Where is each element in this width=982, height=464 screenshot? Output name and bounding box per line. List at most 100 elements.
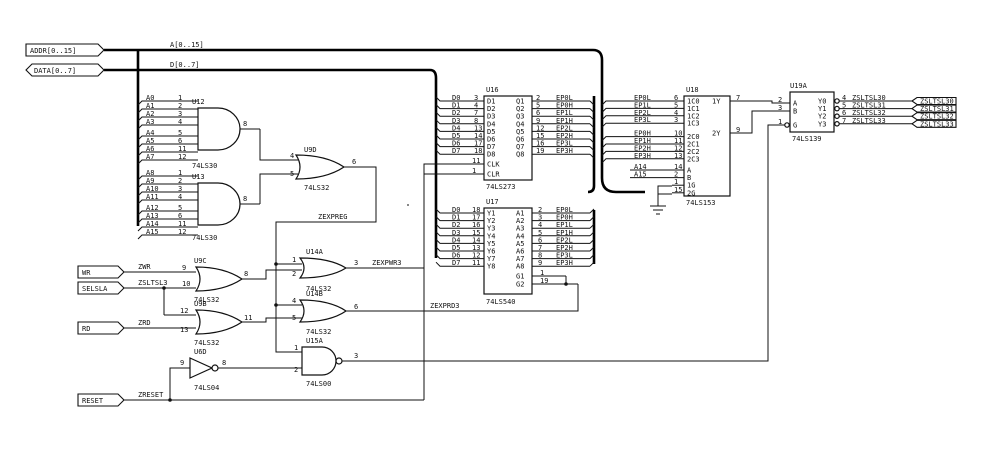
address-bus — [104, 48, 645, 226]
u12-net-a5: A5 — [146, 137, 154, 145]
u14a-gate — [298, 257, 348, 279]
u9c-type: 74LS32 — [194, 296, 219, 304]
u18-sig-ep0h: EP0H — [634, 130, 651, 138]
u19a-net-zsltsl33: ZSLTSL33 — [852, 117, 886, 125]
u17-name-y6: Y6 — [487, 248, 495, 256]
u18-name-1c3: 1C3 — [687, 120, 700, 128]
u9d-pin-a: 4 — [290, 152, 294, 160]
u17-name-a1: A1 — [516, 210, 524, 218]
u16-pin-out-15: 15 — [536, 132, 544, 140]
u17-pin-in-6: 6 — [538, 236, 542, 244]
u17-sig-ep2h: EP2H — [556, 244, 573, 252]
u17-ctrl-g1: G1 — [516, 273, 524, 281]
u18-pin-10: 10 — [674, 130, 682, 138]
u18-name-1c2: 1C2 — [687, 112, 700, 120]
u9d-pin-b: 5 — [290, 170, 294, 178]
addr-bus-label: A[0..15] — [170, 41, 204, 49]
u18-pin-12: 12 — [674, 144, 682, 152]
u9b-pin-a: 12 — [180, 307, 188, 315]
port-wr[interactable]: WR — [77, 265, 125, 279]
u17-name-y4: Y4 — [487, 232, 495, 240]
port-zsltsl33[interactable] — [911, 119, 957, 128]
u18-out-pin-9: 9 — [736, 126, 740, 134]
port-sel[interactable]: SELSLA — [77, 281, 125, 295]
u9c-pin-out: 8 — [244, 270, 248, 278]
u17-pin-out-17: 17 — [472, 214, 480, 222]
u13-net-a8: A8 — [146, 169, 154, 177]
u19a-ref: U19A — [790, 82, 808, 90]
u16-pin-in-3: 3 — [474, 94, 478, 102]
u9d-ref: U9D — [304, 146, 317, 154]
u19a-out-pin-7: 7 — [842, 117, 846, 125]
u17-pin-in-4: 4 — [538, 221, 542, 229]
u12-pin-12: 12 — [178, 153, 186, 161]
u19a-out-pin-4: 4 — [842, 94, 846, 102]
u17-name-y8: Y8 — [487, 263, 495, 271]
u16-ctrl-clk: CLK — [487, 161, 500, 169]
u12-pin-3: 3 — [178, 110, 182, 118]
u19a-in-pin-2: 2 — [778, 96, 782, 104]
u12-pin-5: 5 — [178, 129, 182, 137]
port-zsltsl31[interactable] — [911, 104, 957, 113]
port-reset[interactable]: RESET — [77, 393, 125, 407]
u17-name-y5: Y5 — [487, 240, 495, 248]
u16-pin-out-2: 2 — [536, 94, 540, 102]
u17-pin-out-12: 12 — [472, 252, 480, 260]
u17-pin-in-7: 7 — [538, 244, 542, 252]
u16-name-d2: D2 — [487, 105, 495, 113]
u9c-gate — [194, 266, 244, 292]
u17-pin-out-18: 18 — [472, 206, 480, 214]
port-zsltsl32[interactable] — [911, 112, 957, 121]
u17-sig-ep2l: EP2L — [556, 236, 573, 244]
u19a-net-zsltsl31: ZSLTSL31 — [852, 102, 886, 110]
u9b-gate — [194, 309, 244, 335]
u16-sig-ep1l: EP1L — [556, 109, 573, 117]
u18-type: 74LS153 — [686, 199, 716, 207]
u16-name-q7: Q7 — [516, 143, 524, 151]
u17-net-d3: D3 — [452, 229, 460, 237]
u18-sel-1g: 1G — [687, 182, 695, 190]
u16-net-d5: D5 — [452, 132, 460, 140]
u19a-net-zsltsl30: ZSLTSL30 — [852, 94, 886, 102]
u16-ref: U16 — [486, 86, 499, 94]
u17-name-a8: A8 — [516, 263, 524, 271]
u13-out-pin: 8 — [243, 195, 247, 203]
u19a-in-b: B — [793, 108, 797, 116]
u9d-type: 74LS32 — [304, 184, 329, 192]
u18-pin-4: 4 — [674, 109, 678, 117]
net-zwr: ZWR — [138, 263, 151, 271]
u14b-pin-out: 6 — [354, 303, 358, 311]
u12-net-a0: A0 — [146, 94, 154, 102]
u9c-ref: U9C — [194, 257, 207, 265]
u13-pin-2: 2 — [178, 177, 182, 185]
u18-sig-ep3l: EP3L — [634, 116, 651, 124]
u19a-out-pin-6: 6 — [842, 109, 846, 117]
u16-pin-out-16: 16 — [536, 140, 544, 148]
u17-net-d7: D7 — [452, 259, 460, 267]
u16-name-q8: Q8 — [516, 151, 524, 159]
port-o1-label: ZSLTSL31 — [920, 105, 954, 113]
u18-sig-ep0l: EP0L — [634, 94, 651, 102]
u16-ctrl-pin-1: 1 — [472, 167, 476, 175]
u16-name-q1: Q1 — [516, 98, 524, 106]
port-addr[interactable]: ADDR[0..15] — [25, 43, 105, 57]
u13-pin-6: 6 — [178, 212, 182, 220]
port-rd-label: RD — [82, 325, 90, 333]
u13-net-a9: A9 — [146, 177, 154, 185]
u19a-in-pin-1: 1 — [778, 118, 782, 126]
u12-pin-11: 11 — [178, 145, 186, 153]
u18-pin-11: 11 — [674, 137, 682, 145]
u14b-pin-a: 4 — [292, 297, 296, 305]
net-zsltsl3: ZSLTSL3 — [138, 279, 168, 287]
port-rd[interactable]: RD — [77, 321, 125, 335]
port-zsltsl30[interactable] — [911, 96, 957, 106]
u16-pin-in-7: 7 — [474, 109, 478, 117]
u15a-pin-a: 1 — [294, 344, 298, 352]
port-data[interactable]: DATA[0..7] — [25, 63, 105, 77]
u18-name-2c2: 2C2 — [687, 148, 700, 156]
